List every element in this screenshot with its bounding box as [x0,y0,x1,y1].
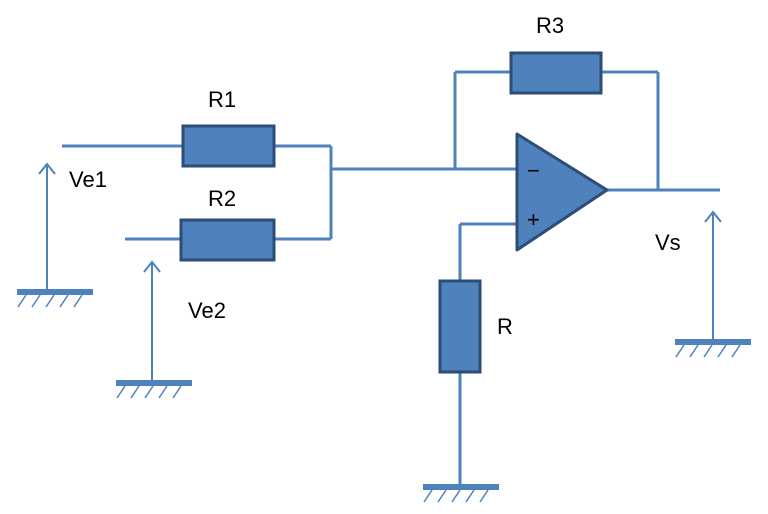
opamp-symbol [515,132,609,252]
ground-r [423,484,499,503]
ground-vs [675,339,751,358]
label-r: R [497,314,513,339]
resistor-r3 [509,51,603,95]
resistor-r1 [181,124,276,168]
resistor-r2 [179,218,276,262]
label-vs: Vs [655,230,681,255]
ve2-voltage-arrow [143,260,161,381]
label-r2: R2 [208,186,236,211]
label-ve1: Ve1 [69,167,107,192]
opamp-inverting-sign: − [527,158,540,183]
vs-voltage-arrow [704,210,722,340]
ground-ve2 [116,380,192,399]
label-r3: R3 [536,13,564,38]
ve1-voltage-arrow [38,162,56,290]
ground-ve1 [17,289,93,308]
label-ve2: Ve2 [188,298,226,323]
label-r1: R1 [208,87,236,112]
resistor-r [438,279,482,374]
opamp-noninverting-sign: + [527,207,540,232]
